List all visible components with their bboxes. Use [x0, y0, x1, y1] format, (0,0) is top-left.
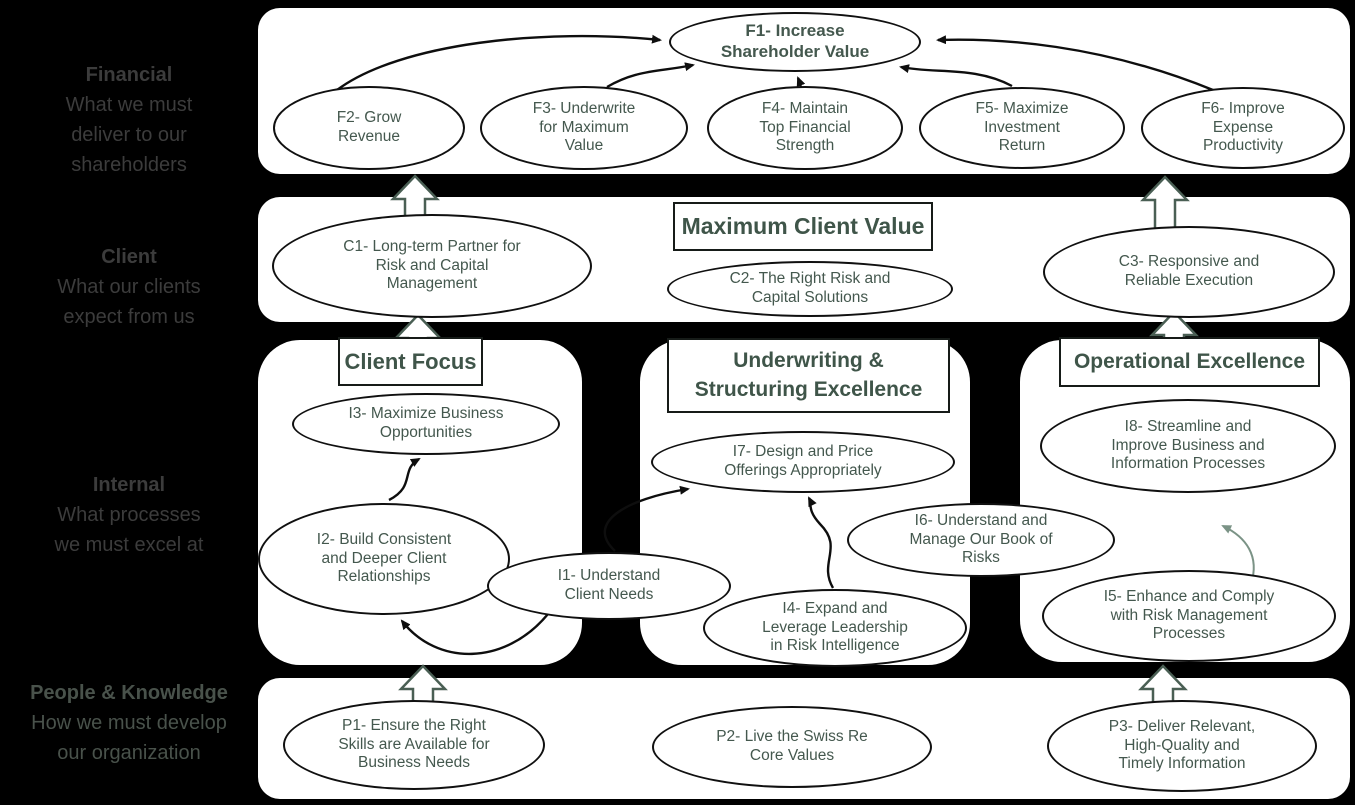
node-i5: I5- Enhance and Comply with Risk Managem… [1042, 570, 1336, 662]
node-p1: P1- Ensure the Right Skills are Availabl… [283, 700, 545, 790]
perspective-desc: What we must deliver to our shareholders [65, 94, 193, 176]
node-i8: I8- Streamline and Improve Business and … [1040, 399, 1336, 493]
node-f4: F4- Maintain Top Financial Strength [707, 86, 903, 170]
node-i4: I4- Expand and Leverage Leadership in Ri… [703, 589, 967, 667]
underwriting-title: Underwriting & Structuring Excellence [667, 338, 950, 413]
node-i1: I1- Understand Client Needs [487, 552, 731, 620]
arrow-i4-to-i7 [807, 496, 835, 589]
node-c3: C3- Responsive and Reliable Execution [1043, 226, 1335, 318]
node-c2: C2- The Right Risk and Capital Solutions [667, 261, 953, 317]
perspective-desc: What our clients expect from us [57, 276, 201, 328]
node-f1: F1- Increase Shareholder Value [669, 12, 921, 72]
perspective-title: People & Knowledge [30, 682, 228, 704]
node-p2: P2- Live the Swiss Re Core Values [652, 706, 932, 788]
arrow-i1-to-i2 [400, 613, 549, 656]
client-focus-title: Client Focus [338, 337, 483, 386]
node-i7: I7- Design and Price Offerings Appropria… [651, 431, 955, 493]
perspective-title: Client [101, 246, 157, 268]
arrow-f5-to-f1 [899, 64, 1013, 88]
operational-title: Operational Excellence [1059, 337, 1320, 387]
arrow-i1-to-i7 [603, 485, 690, 552]
node-c1: C1- Long-term Partner for Risk and Capit… [272, 214, 592, 318]
node-f5: F5- Maximize Investment Return [919, 87, 1125, 169]
node-i3: I3- Maximize Business Opportunities [292, 393, 560, 455]
node-f3: F3- Underwrite for Maximum Value [480, 86, 688, 170]
node-f6: F6- Improve Expense Productivity [1141, 87, 1345, 169]
maximum-client-value-title: Maximum Client Value [673, 202, 933, 251]
node-f2: F2- Grow Revenue [273, 86, 465, 170]
arrow-f2-to-f1 [336, 34, 662, 91]
arrow-i2-to-i3 [388, 457, 421, 502]
perspective-title: Internal [92, 474, 166, 496]
arrow-f6-to-f1 [936, 35, 1214, 92]
node-i2: I2- Build Consistent and Deeper Client R… [258, 503, 510, 615]
node-p3: P3- Deliver Relevant, High-Quality and T… [1047, 700, 1317, 792]
perspective-title: Financial [85, 64, 173, 86]
arrow-f3-to-f1 [606, 62, 695, 89]
node-i6: I6- Understand and Manage Our Book of Ri… [847, 503, 1115, 577]
perspective-desc: How we must develop our organization [31, 712, 227, 764]
perspective-desc: What processes we must excel at [54, 504, 204, 556]
